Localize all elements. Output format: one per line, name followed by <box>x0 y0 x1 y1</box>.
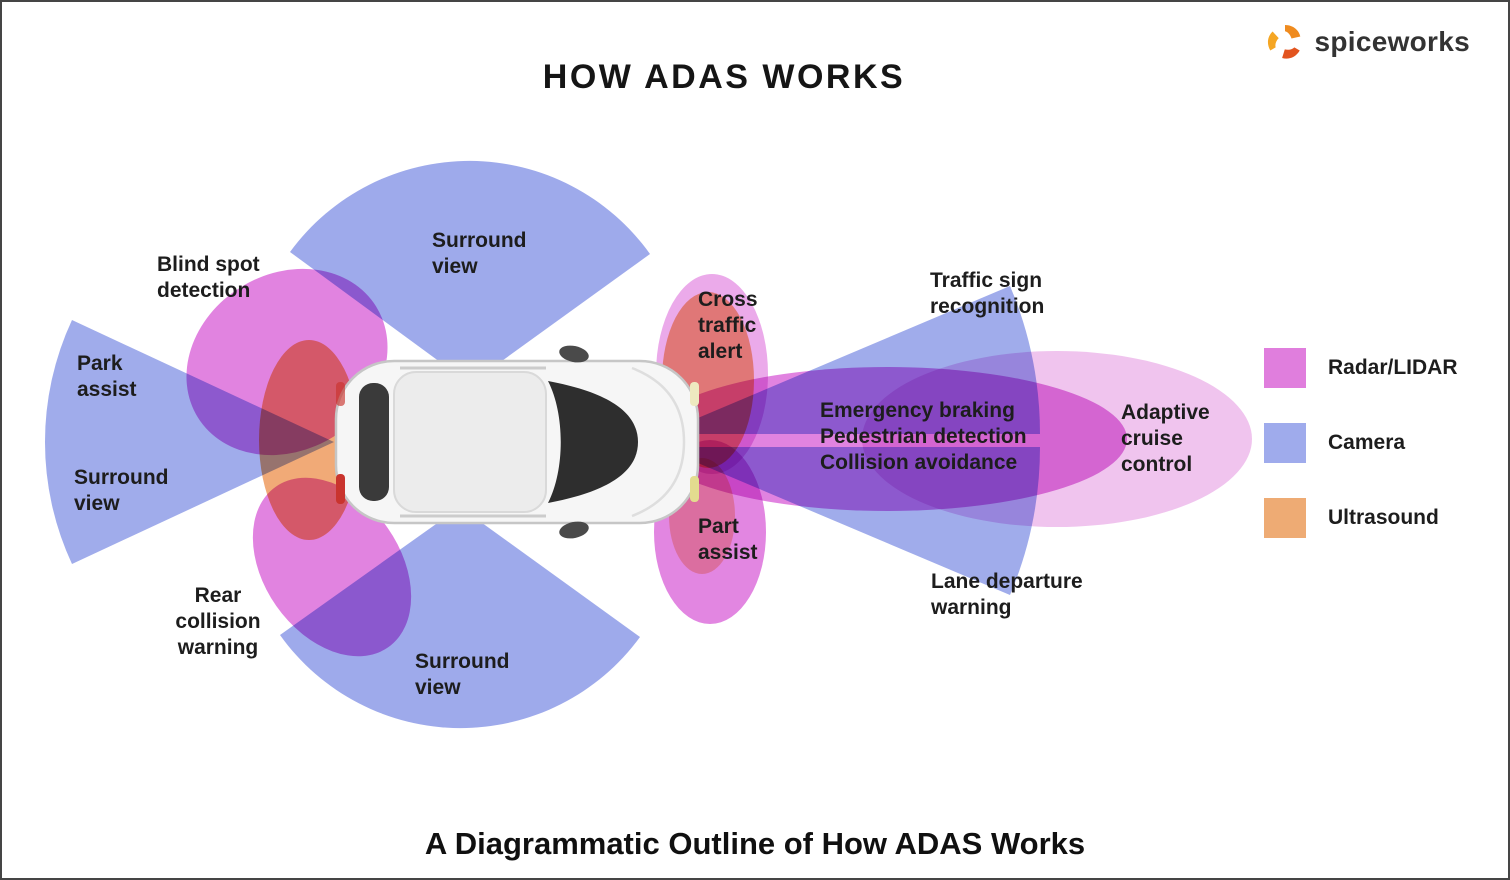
label-rear-collision-warning: Rear collision warning <box>175 584 261 660</box>
car-headlight <box>690 476 699 502</box>
label-surround-view-left: Surround view <box>74 466 169 516</box>
caption: A Diagrammatic Outline of How ADAS Works <box>424 826 1086 861</box>
legend-label-camera: Camera <box>1328 431 1406 454</box>
car-top-view <box>334 345 700 539</box>
legend: Radar/LIDAR Camera Ultrasound <box>1264 348 1458 538</box>
radar-zone-adaptive-cruise <box>862 351 1252 527</box>
car-mirror-left <box>559 345 589 363</box>
label-surround-view-top: Surround view <box>432 229 527 279</box>
car-rear-window <box>359 383 389 501</box>
car-mirror-right <box>559 521 589 539</box>
spiceworks-icon <box>1268 25 1301 59</box>
legend-item-radar-lidar: Radar/LIDAR <box>1264 348 1458 388</box>
camera-zone-surround-top <box>290 160 650 384</box>
camera-zone-surround-left <box>44 320 334 564</box>
camera-zone-surround-bottom <box>280 507 640 729</box>
radar-zone-rear-collision <box>252 477 412 657</box>
legend-item-camera: Camera <box>1264 423 1458 463</box>
radar-lidar-swatch <box>1264 348 1306 388</box>
label-part-assist: Part assist <box>698 515 758 565</box>
ultrasound-swatch <box>1264 498 1306 538</box>
legend-label-radar-lidar: Radar/LIDAR <box>1328 356 1458 379</box>
page-title: HOW ADAS WORKS <box>542 58 906 96</box>
label-emergency-braking: Emergency braking Pedestrian detection C… <box>820 399 1027 475</box>
legend-label-ultrasound: Ultrasound <box>1328 506 1439 529</box>
sensor-zones <box>44 160 1252 729</box>
label-adaptive-cruise-control: Adaptive cruise control <box>1121 401 1210 477</box>
car-windshield <box>548 381 638 503</box>
label-lane-departure-warning: Lane departure warning <box>931 570 1083 620</box>
legend-item-ultrasound: Ultrasound <box>1264 498 1458 538</box>
camera-swatch <box>1264 423 1306 463</box>
label-traffic-sign-recognition: Traffic sign recognition <box>930 269 1045 319</box>
label-park-assist: Park assist <box>77 352 137 402</box>
car-taillight <box>336 474 345 504</box>
spiceworks-logo: spiceworks <box>1265 22 1470 62</box>
label-blind-spot-detection: Blind spot detection <box>157 253 260 303</box>
label-cross-traffic-alert: Cross traffic alert <box>698 288 758 364</box>
label-surround-view-bottom: Surround view <box>415 650 510 700</box>
spiceworks-logo-text: spiceworks <box>1314 26 1470 57</box>
